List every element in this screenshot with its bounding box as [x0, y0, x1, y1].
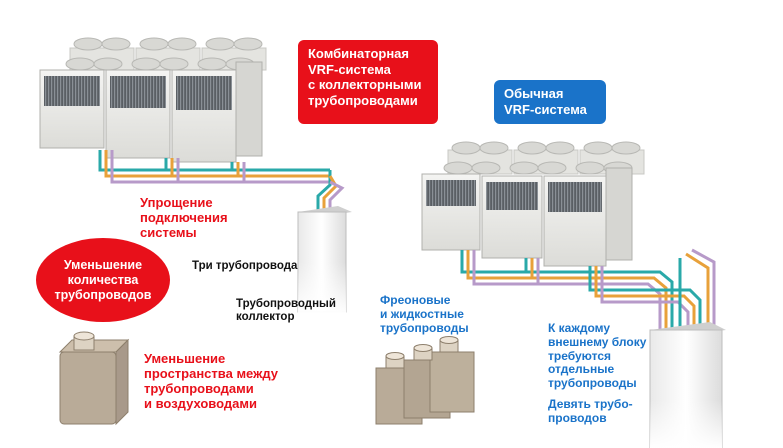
three-pipes-label: Три трубопровода	[192, 260, 298, 272]
freon-pipes-label: Фреоновые и жидкостные трубопроводы	[380, 293, 469, 335]
pipe-r-7	[588, 266, 702, 330]
outdoor-unit-front-row	[39, 61, 263, 163]
each-unit-label: К каждому внешнему блоку требуются отдел…	[548, 321, 647, 391]
nine-pipes-label: Девять трубо- проводов	[548, 397, 633, 425]
duct-illustration-left	[58, 331, 130, 426]
pipe-r-1	[460, 250, 674, 330]
ordinary-outdoor-units	[421, 141, 645, 267]
duct-illustration-right	[375, 336, 475, 425]
pipe-r-12	[691, 248, 716, 330]
pipe-r-9	[600, 266, 690, 330]
simplification-label: Упрощение подключения системы	[140, 195, 228, 240]
ordinary-vrf-badge: Обычная VRF-система	[494, 80, 606, 124]
pipe-r-8	[594, 266, 696, 330]
reduce-pipes-ellipse: Уменьшение количества трубопроводов	[36, 238, 170, 322]
combinatory-shaft	[297, 206, 352, 314]
ordinary-pipes	[460, 248, 716, 330]
ordinary-shaft	[649, 322, 726, 448]
pipe-orange-1	[104, 150, 330, 178]
pipe-r-3	[472, 250, 662, 330]
combinatory-vrf-badge: Комбинаторная VRF-система с коллекторным…	[298, 40, 438, 124]
pipe-teal-1	[98, 150, 330, 172]
pipe-collector-label: Трубопроводный коллектор	[236, 298, 336, 324]
reduce-space-label: Уменьшение пространства между трубопрово…	[144, 351, 278, 411]
pipe-lilac-1	[110, 150, 330, 184]
combinatory-outdoor-units	[39, 37, 267, 163]
pipe-r-11	[685, 252, 710, 330]
